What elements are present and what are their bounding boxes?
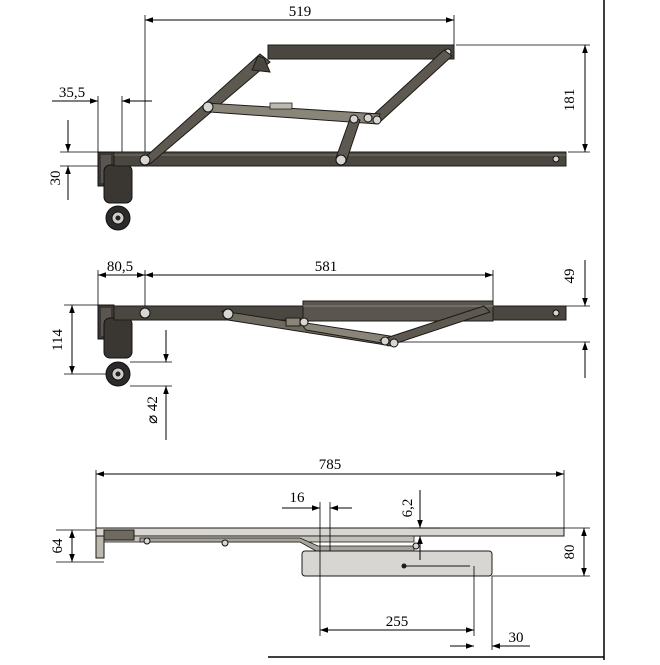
pivot-pin-icon	[389, 338, 399, 348]
pivot-pin-icon	[380, 336, 390, 346]
dim-label-785: 785	[319, 457, 342, 473]
bottom-view: 785 16 6,2 64 80 255 30	[50, 457, 590, 650]
dim-label-30: 30	[48, 171, 64, 186]
pivot-pin-icon	[143, 537, 151, 545]
pivot-pin-icon	[412, 542, 420, 550]
pivot-pin-icon	[202, 101, 214, 113]
pivot-pin-icon	[552, 155, 560, 163]
pivot-pin-icon	[401, 563, 407, 569]
dim-label-114: 114	[50, 329, 66, 351]
caster-housing	[103, 164, 133, 204]
pivot-pin-icon	[139, 154, 151, 166]
dim-label-35-5: 35,5	[59, 85, 85, 101]
dim-label-181: 181	[562, 89, 578, 112]
caster-axle	[115, 215, 121, 221]
pivot-pin-icon	[139, 307, 151, 319]
dim-label-80: 80	[562, 545, 578, 560]
dim-label-30b: 30	[509, 630, 524, 646]
dim-label-519: 519	[289, 4, 312, 20]
dim-label-6-2: 6,2	[400, 499, 416, 518]
dim-label-16: 16	[290, 490, 306, 506]
cross-slot	[269, 102, 293, 110]
dim-label-581: 581	[315, 259, 338, 275]
caster-axle	[115, 371, 121, 377]
arm-bracket	[251, 55, 271, 73]
pivot-pin-icon	[372, 115, 382, 125]
plate-flange	[95, 535, 105, 559]
middle-view: 80,5 581 49 114 ⌀ 42	[50, 259, 590, 440]
pivot-pin-icon	[552, 309, 560, 317]
pivot-pin-icon	[363, 113, 373, 123]
dim-label-255: 255	[386, 614, 409, 630]
pivot-pin-icon	[349, 114, 359, 124]
arm-right	[369, 49, 453, 123]
caster-housing	[103, 317, 133, 359]
dim-label-64: 64	[50, 538, 66, 554]
dim-label-80-5: 80,5	[107, 259, 133, 275]
pivot-pin-icon	[335, 154, 347, 166]
pivot-pin-icon	[299, 317, 309, 327]
pivot-pin-icon	[221, 539, 229, 547]
dim-label-42: ⌀ 42	[145, 396, 161, 424]
link-block	[285, 317, 301, 327]
housing	[301, 550, 493, 577]
mount-block	[103, 529, 135, 541]
dim-label-49: 49	[562, 269, 578, 284]
top-view: 519 35,5 181 30	[48, 4, 590, 231]
top-plate	[267, 44, 455, 60]
pivot-pin-icon	[222, 308, 234, 320]
